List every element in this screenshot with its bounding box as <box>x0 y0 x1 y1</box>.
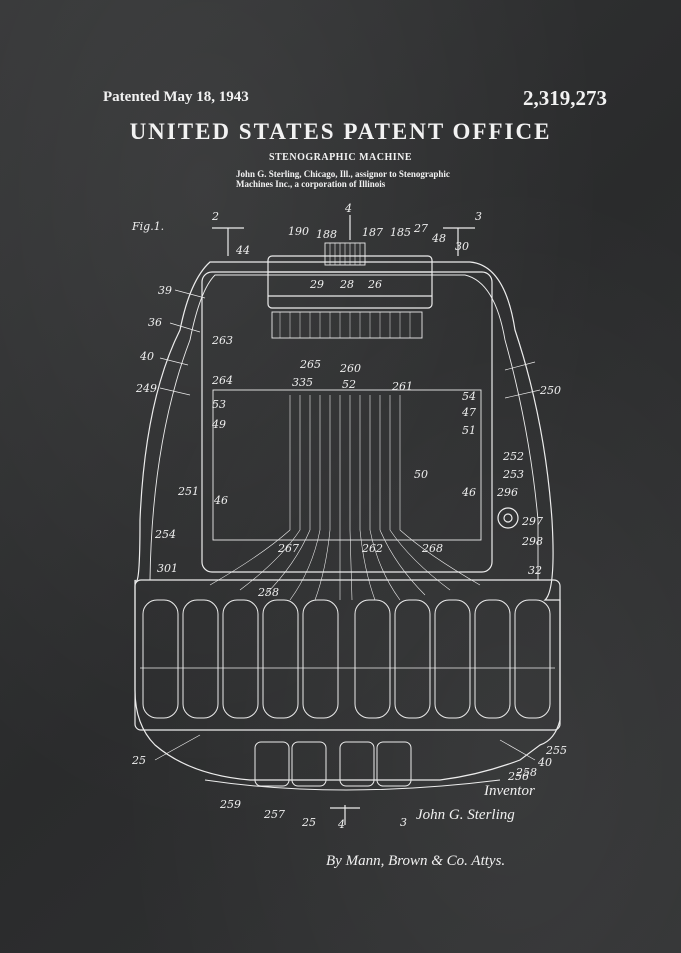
ref-label: 4 <box>344 202 352 215</box>
ref-label: 256 <box>507 770 529 783</box>
ref-label: 53 <box>212 398 226 411</box>
ref-label: 190 <box>288 225 309 238</box>
fig-label: Fig.1. <box>131 220 164 233</box>
ref-label: 2 <box>211 210 219 223</box>
ref-label: 261 <box>391 380 413 393</box>
ref-label: 47 <box>461 406 476 419</box>
office-title: UNITED STATES PATENT OFFICE <box>129 119 552 144</box>
thumb-keys <box>254 741 412 787</box>
ref-label: 250 <box>539 384 561 397</box>
ref-label: 265 <box>299 358 321 371</box>
inventor-signature: John G. Sterling <box>416 807 515 823</box>
ref-label: 29 <box>309 278 324 291</box>
ref-label: 25 <box>131 754 146 767</box>
housing-inner <box>212 389 482 541</box>
ref-label: 46 <box>213 494 228 507</box>
ref-label: 4 <box>337 818 345 831</box>
ref-label: 258 <box>515 766 537 779</box>
ref-label: 32 <box>528 564 542 577</box>
ref-label: 254 <box>154 528 176 541</box>
ref-label: 40 <box>537 756 552 769</box>
patent-date: Patented May 18, 1943 <box>103 89 249 105</box>
ref-label: 3 <box>475 210 482 223</box>
assignor-text: John G. Sterling, Chicago, Ill., assigno… <box>236 169 450 189</box>
ref-label: 27 <box>413 222 428 235</box>
ref-label: 49 <box>211 418 226 431</box>
ref-label: 39 <box>158 284 172 297</box>
housing-frame <box>201 271 493 573</box>
inventor-label: Inventor <box>484 783 535 799</box>
ref-label: 335 <box>292 376 313 389</box>
ref-label: 52 <box>342 378 356 391</box>
side-screw <box>497 507 519 529</box>
ref-label: 297 <box>521 515 543 528</box>
ref-label: 48 <box>431 232 446 245</box>
ref-label: 262 <box>361 542 383 555</box>
ref-label: 26 <box>367 278 382 291</box>
ref-label: 257 <box>263 808 285 821</box>
ref-label: 3 <box>400 816 407 829</box>
ref-label: 268 <box>421 542 443 555</box>
ref-label: 296 <box>496 486 518 499</box>
ref-label: 40 <box>139 350 154 363</box>
ref-label: 50 <box>414 468 428 481</box>
machine-body-outline <box>134 261 561 781</box>
ref-label: 54 <box>462 390 476 403</box>
ref-label: 36 <box>148 316 162 329</box>
ref-label: 44 <box>235 244 250 257</box>
ref-label: 30 <box>455 240 469 253</box>
ref-label: 187 <box>362 226 383 239</box>
ref-label: 185 <box>390 226 411 239</box>
invention-title: STENOGRAPHIC MACHINE <box>268 152 413 163</box>
ref-label: 251 <box>177 485 199 498</box>
ref-label: 46 <box>461 486 476 499</box>
ref-label: 255 <box>545 744 567 757</box>
ref-label: 253 <box>502 468 524 481</box>
ref-label: 264 <box>211 374 233 387</box>
ref-label: 249 <box>135 382 157 395</box>
ref-label: 301 <box>157 562 178 575</box>
attorney-signature: By Mann, Brown & Co. Attys. <box>326 853 506 869</box>
ref-label: 298 <box>521 535 543 548</box>
ref-label: 28 <box>339 278 354 291</box>
ref-label: 51 <box>462 424 476 437</box>
upper-keys <box>142 599 551 719</box>
patent-number: 2,319,273 <box>523 86 607 110</box>
ref-label: 188 <box>316 228 337 241</box>
ref-label: 25 <box>301 816 316 829</box>
ref-label: 252 <box>502 450 524 463</box>
ribbon-bar <box>271 311 423 339</box>
type-bars <box>209 395 481 601</box>
ref-label: 260 <box>339 362 361 375</box>
ref-label: 259 <box>219 798 241 811</box>
ref-label: 263 <box>211 334 233 347</box>
keyboard-frame <box>134 579 561 731</box>
ref-label: 258 <box>257 586 279 599</box>
ref-label: 267 <box>277 542 299 555</box>
machine-body-inner <box>149 274 539 581</box>
